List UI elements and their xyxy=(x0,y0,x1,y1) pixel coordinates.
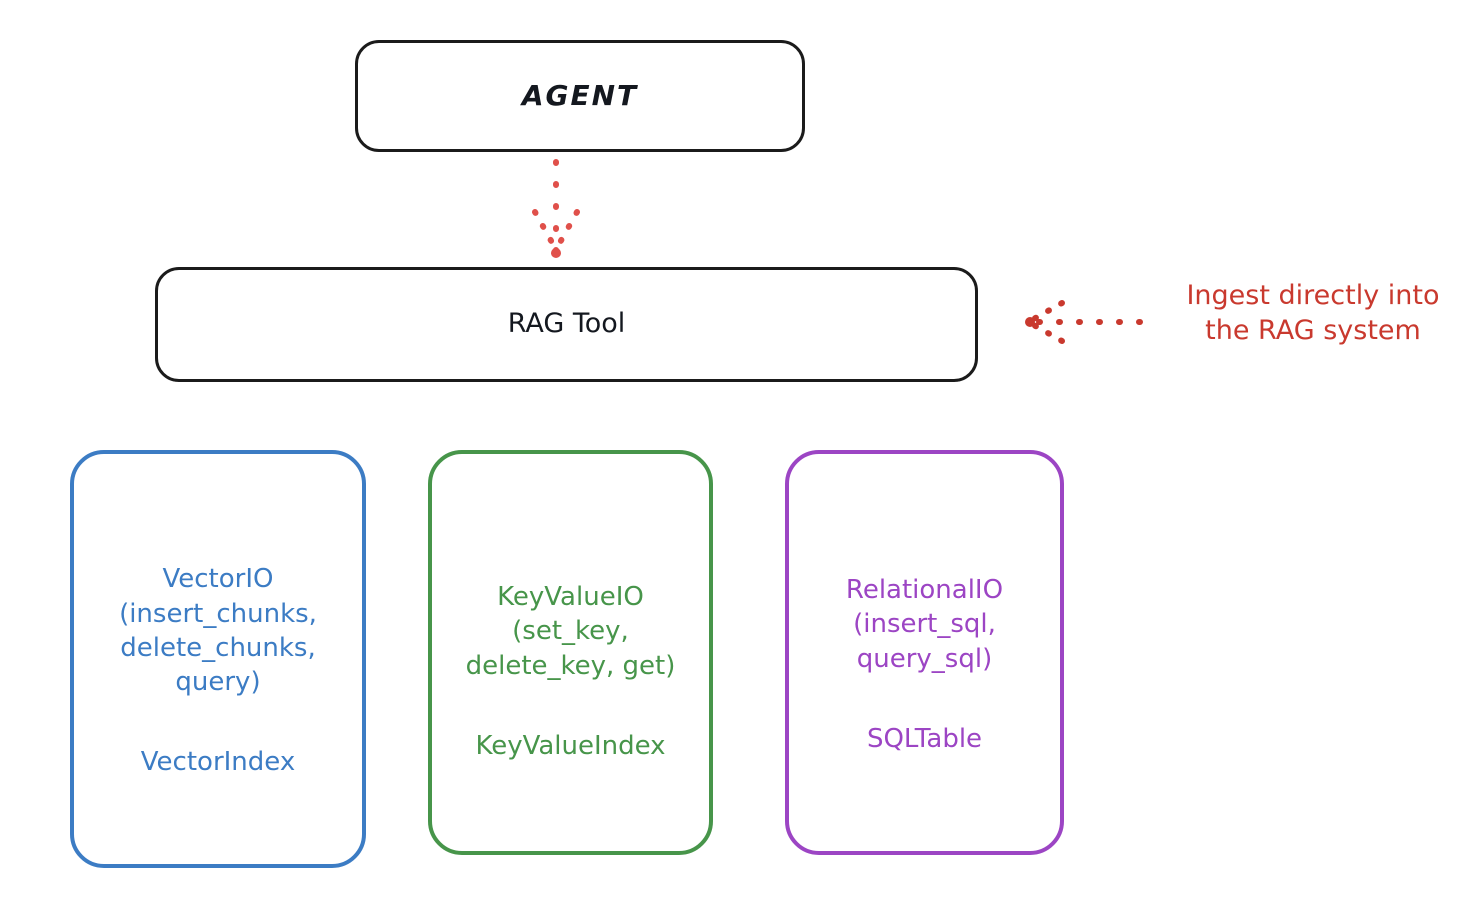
edge-note-to-ragtool xyxy=(1025,300,1143,344)
edge-agent-to-ragtool xyxy=(532,159,580,258)
node-rag-tool[interactable]: RAG Tool xyxy=(155,267,978,382)
node-agent[interactable]: AGENT xyxy=(355,40,805,152)
vector-io-api-signature: VectorIO (insert_chunks, delete_chunks, … xyxy=(119,564,317,698)
vector-index-label: VectorIndex xyxy=(140,747,296,778)
sql-table-label: SQLTable xyxy=(866,723,983,754)
node-rag-tool-label: RAG Tool xyxy=(507,308,626,340)
key-value-io-api-signature: KeyValueIO (set_key, delete_key, get) xyxy=(465,581,676,681)
node-key-value-io[interactable]: KeyValueIO (set_key, delete_key, get) Ke… xyxy=(428,450,713,855)
relational-io-api-signature: RelationalIO (insert_sql, query_sql) xyxy=(845,574,1004,674)
node-agent-label: AGENT xyxy=(521,79,639,113)
node-relational-io[interactable]: RelationalIO (insert_sql, query_sql) SQL… xyxy=(785,450,1064,855)
annotation-ingest-directly: Ingest directly into the RAG system xyxy=(1186,280,1440,347)
key-value-index-label: KeyValueIndex xyxy=(475,730,666,761)
node-vector-io[interactable]: VectorIO (insert_chunks, delete_chunks, … xyxy=(70,450,366,868)
